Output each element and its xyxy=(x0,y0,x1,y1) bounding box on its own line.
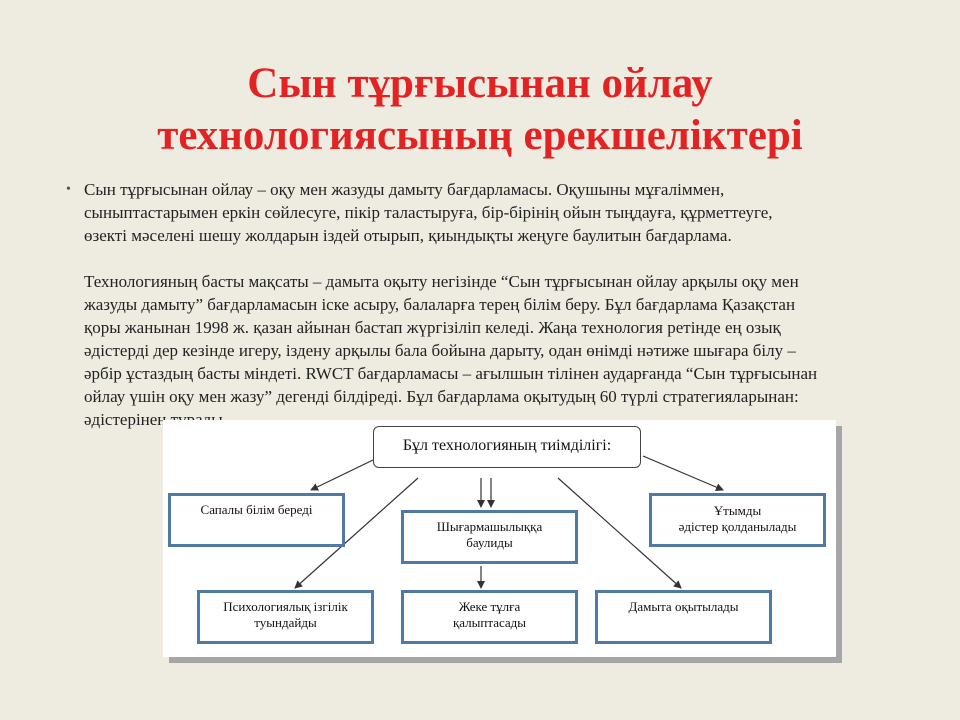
arrow-to-psych xyxy=(294,477,419,589)
paragraph-2-line: әдістерді дер кезінде игеру, іздену арқы… xyxy=(84,341,796,360)
effectiveness-diagram: Бұл технологияның тиімділігі: Сапалы біл… xyxy=(163,420,836,657)
bullet-icon: • xyxy=(66,182,71,197)
paragraph-1-line: сыныптастарымен еркін сөйлесуге, пікір т… xyxy=(84,203,773,222)
node-psych-label-2: туындайды xyxy=(254,615,317,630)
node-sapaly: Сапалы білім береді xyxy=(168,493,345,547)
node-utymdy-label-2: әдістер қолданылады xyxy=(678,519,797,534)
arrow-to-sapaly xyxy=(310,459,374,491)
node-zheke-tulga: Жеке тұлға қалыптасады xyxy=(401,590,578,644)
title-line-2: технологиясының ерекшеліктері xyxy=(157,112,803,159)
node-zheke-tulga-label-1: Жеке тұлға xyxy=(458,599,521,614)
paragraph-2-line: қоры жанынан 1998 ж. қазан айынан бастап… xyxy=(84,318,781,337)
node-damyta-label: Дамыта оқытылады xyxy=(628,599,739,614)
node-psych-label-1: Психологиялық ізгілік xyxy=(223,599,348,614)
paragraph-1-line: Сын тұрғысынан ойлау – оқу мен жазуды да… xyxy=(84,180,725,199)
node-utymdy-label-1: Ұтымды xyxy=(713,503,762,518)
node-shygarmashylyq-label-1: Шығармашылыққа xyxy=(436,519,543,534)
arrow-to-damyta xyxy=(557,477,682,589)
node-zheke-tulga-label-2: қалыптасады xyxy=(452,615,527,630)
node-shygarmashylyq: Шығармашылыққа баулиды xyxy=(401,510,578,564)
title-line-1: Сын тұрғысынан ойлау xyxy=(247,60,713,107)
paragraph-2-line: әрбір ұстаздың басты міндеті. RWCT бағда… xyxy=(84,364,818,383)
diagram-root-node: Бұл технологияның тиімділігі: xyxy=(373,426,641,468)
paragraph-1: Сын тұрғысынан ойлау – оқу мен жазуды да… xyxy=(84,178,926,247)
node-shygarmashylyq-label-2: баулиды xyxy=(466,535,513,550)
paragraph-2-line: Технологияның басты мақсаты – дамыта оқы… xyxy=(84,272,799,291)
node-damyta: Дамыта оқытылады xyxy=(595,590,772,644)
node-utymdy: Ұтымды әдістер қолданылады xyxy=(649,493,826,547)
arrow-to-utymdy xyxy=(642,455,724,491)
paragraph-2-line: ойлау үшін оқу мен жазу” дегенді білдіре… xyxy=(84,387,799,406)
node-sapaly-label: Сапалы білім береді xyxy=(200,502,313,517)
body-text: • Сын тұрғысынан ойлау – оқу мен жазуды … xyxy=(66,178,926,431)
diagram-arrows xyxy=(294,455,724,589)
slide-title: Сын тұрғысынан ойлау технологиясының ере… xyxy=(0,58,960,162)
paragraph-2-line: жазуды дамыту” бағдарламасын іске асыру,… xyxy=(84,295,796,314)
node-psych: Психологиялық ізгілік туындайды xyxy=(197,590,374,644)
paragraph-1-line: өзекті мәселені шешу жолдарын іздей отыр… xyxy=(84,226,732,245)
diagram-root-label: Бұл технологияның тиімділігі: xyxy=(402,437,612,454)
paragraph-2: Технологияның басты мақсаты – дамыта оқы… xyxy=(84,270,926,431)
